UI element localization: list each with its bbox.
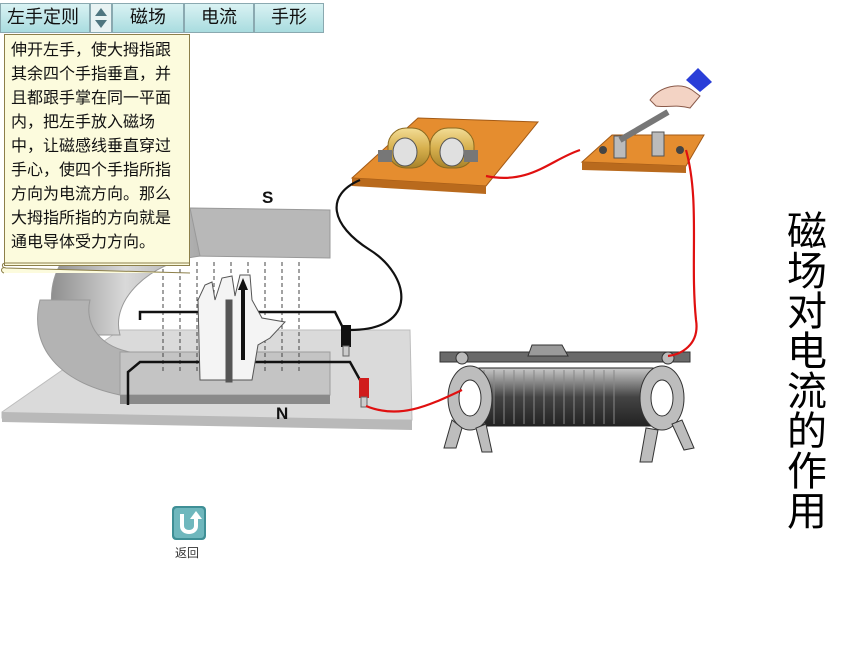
north-pole-label: N [276, 404, 289, 423]
arrow-down-icon[interactable] [95, 20, 107, 28]
page-title: 磁场对电流的作用 [780, 210, 826, 530]
switch-board [580, 109, 705, 173]
tab-magnetic-field[interactable]: 磁场 [112, 3, 184, 33]
terminal-black [341, 325, 351, 357]
spinner-control[interactable] [90, 3, 112, 33]
wires [335, 148, 698, 413]
return-label[interactable]: 返回 [175, 546, 200, 560]
return-icon[interactable] [172, 506, 206, 540]
terminal-red [359, 378, 369, 408]
rheostat [439, 344, 695, 463]
hand-on-switch [649, 68, 712, 109]
explanation-scroll: 伸开左手，使大拇指跟其余四个手指垂直，并且都跟手掌在同一平面内，把左手放入磁场中… [4, 34, 190, 266]
toolbar: 左手定则 磁场 电流 手形 [0, 3, 324, 33]
tab-current[interactable]: 电流 [184, 3, 254, 33]
arrow-up-icon[interactable] [95, 8, 107, 16]
left-hand-figure [197, 274, 286, 383]
tab-left-hand-rule[interactable]: 左手定则 [0, 3, 90, 33]
south-pole-label: S [262, 188, 274, 207]
scroll-curl-icon [1, 262, 190, 274]
tab-hand-shape[interactable]: 手形 [254, 3, 324, 33]
battery-board [350, 117, 540, 194]
